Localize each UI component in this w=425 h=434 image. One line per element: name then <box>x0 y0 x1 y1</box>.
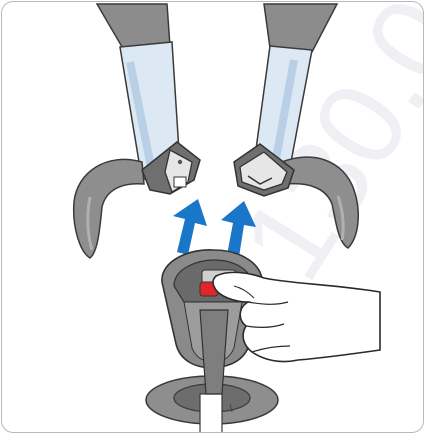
up-arrow-left <box>173 199 207 255</box>
left-harness-strap <box>74 4 180 258</box>
watermark-text: 130.0 <box>216 2 424 302</box>
